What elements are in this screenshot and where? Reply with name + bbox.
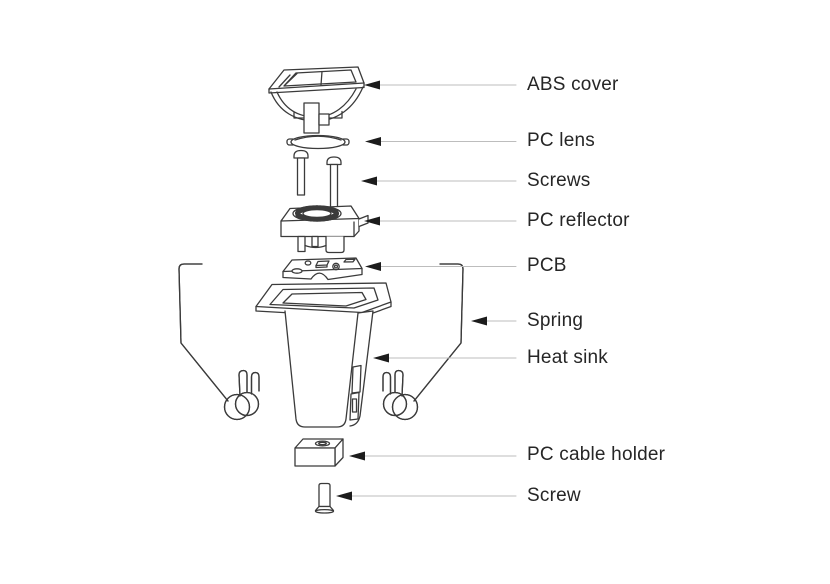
part-label-screw: Screw [527, 485, 581, 506]
pc-cable-holder-drawing [294, 438, 344, 467]
arrow-left-icon [365, 137, 381, 146]
pcb-drawing [282, 257, 363, 281]
callout-abs-cover [364, 80, 517, 90]
callout-heat-sink [373, 353, 517, 363]
arrow-left-icon [365, 262, 381, 271]
part-label-abs-cover: ABS cover [527, 74, 619, 95]
abs-cover-drawing [268, 66, 365, 134]
callout-spring [471, 316, 517, 326]
callout-pc-lens [365, 137, 517, 146]
callout-screws [361, 176, 517, 186]
pc-lens-drawing [286, 134, 350, 150]
part-label-pc-cable-holder: PC cable holder [527, 444, 666, 465]
part-label-spring: Spring [527, 310, 584, 331]
arrow-left-icon [336, 491, 352, 501]
part-label-pc-lens: PC lens [527, 130, 595, 151]
part-label-pc-reflector: PC reflector [527, 210, 630, 231]
arrow-left-icon [471, 316, 487, 326]
arrow-left-icon [349, 451, 365, 461]
screws-drawing [293, 149, 342, 209]
part-label-screws: Screws [527, 170, 591, 191]
part-label-heat-sink: Heat sink [527, 347, 609, 368]
spring-right-drawing [382, 263, 464, 421]
callout-pc-cable-holder [349, 451, 517, 461]
part-label-pcb: PCB [527, 255, 567, 276]
arrow-left-icon [361, 176, 377, 186]
arrow-left-icon [364, 80, 380, 90]
callouts [336, 80, 517, 501]
callout-screw [336, 491, 517, 501]
callout-pcb [365, 262, 517, 271]
heat-sink-drawing [255, 282, 392, 428]
screw-drawing [314, 482, 335, 514]
spring-left-drawing [178, 263, 260, 421]
arrow-left-icon [373, 353, 389, 363]
pc-reflector-drawing [280, 205, 369, 254]
callout-pc-reflector [364, 216, 517, 226]
arrow-left-icon [364, 216, 380, 226]
